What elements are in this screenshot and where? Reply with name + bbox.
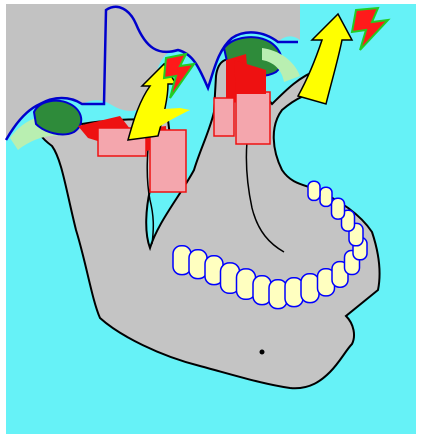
tooth [308, 181, 320, 200]
mental-foramen [260, 350, 265, 355]
tooth [301, 274, 319, 303]
tooth [320, 187, 332, 206]
tooth [332, 198, 345, 219]
